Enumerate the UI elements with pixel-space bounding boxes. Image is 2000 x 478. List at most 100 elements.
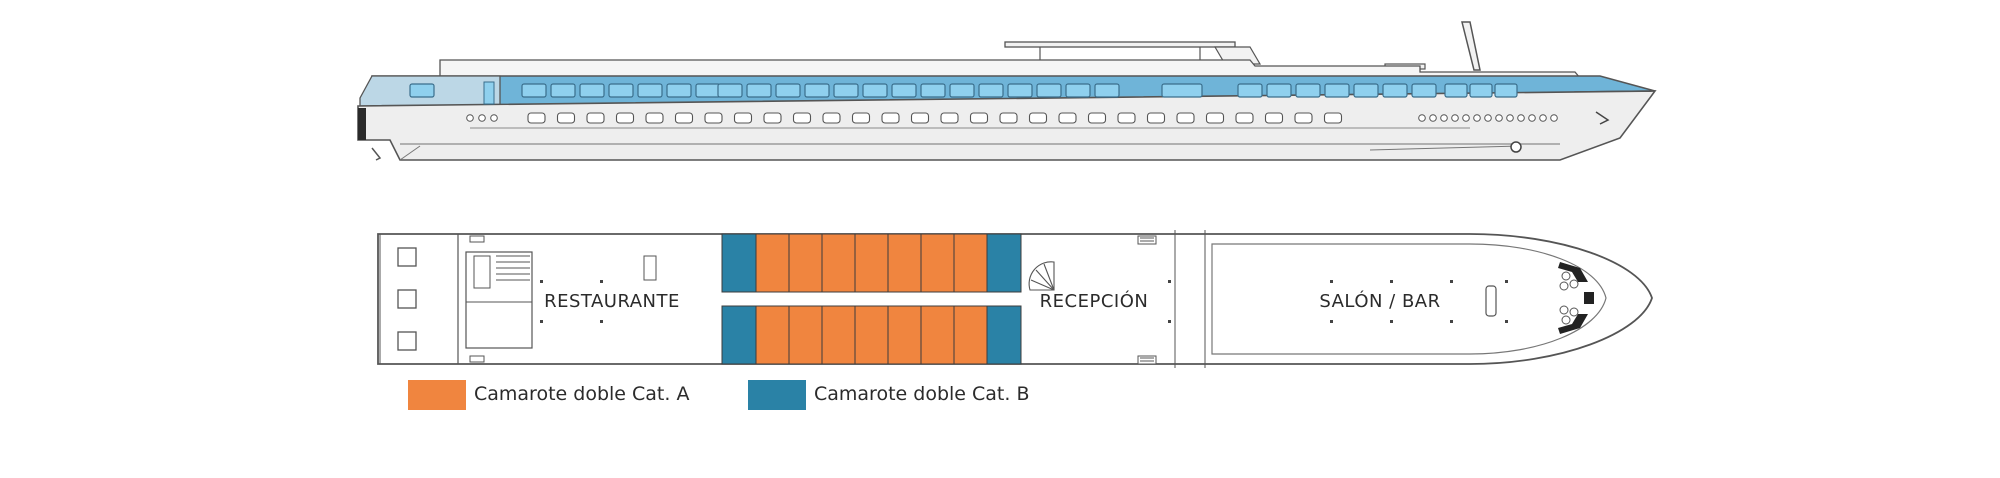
porthole (1539, 114, 1547, 122)
porthole (1495, 114, 1503, 122)
table-marker (1505, 320, 1508, 323)
cabin-cat-a (755, 233, 790, 293)
table-marker (540, 280, 543, 283)
cabin-cat-b (986, 305, 1022, 365)
hull-window (1294, 112, 1313, 124)
window (1444, 83, 1468, 98)
porthole (1506, 114, 1514, 122)
mast (1461, 21, 1481, 71)
hull-window (792, 112, 812, 124)
cabin-cat-a (854, 305, 889, 365)
porthole (1484, 114, 1492, 122)
table-marker (1505, 280, 1508, 283)
hull-window (704, 112, 723, 124)
cabin-block (721, 233, 1022, 365)
cabin-cat-a (821, 305, 856, 365)
legend-swatch-cat-a (408, 380, 466, 410)
window (409, 83, 435, 98)
hull-window (1235, 112, 1254, 124)
cabin-cat-a (887, 233, 922, 293)
window (746, 83, 772, 98)
window (608, 83, 634, 98)
hull-window (586, 112, 605, 124)
window (862, 83, 888, 98)
bow-seating (1558, 262, 1594, 334)
table-marker (1168, 320, 1171, 323)
porthole (1473, 114, 1481, 122)
cabin-cat-a (920, 233, 955, 293)
window (550, 83, 576, 98)
window (666, 83, 692, 98)
window (1065, 83, 1091, 98)
porthole (1517, 114, 1525, 122)
table-marker (1390, 320, 1393, 323)
table-marker (1450, 320, 1453, 323)
hull-window (645, 112, 664, 124)
restaurant-label: RESTAURANTE (544, 291, 680, 312)
window (521, 83, 547, 98)
cabin-cat-a (953, 233, 988, 293)
window (1469, 83, 1493, 98)
porthole (478, 114, 486, 122)
hull-window (1117, 112, 1136, 124)
porthole (1451, 114, 1459, 122)
table-markers (540, 280, 1508, 323)
legend-label-cat-b: Camarote doble Cat. B (814, 383, 1030, 405)
table-marker (1168, 280, 1171, 283)
lounge-label: SALÓN / BAR (1319, 290, 1440, 312)
door (483, 81, 495, 105)
window (1036, 83, 1062, 98)
side-windows (409, 81, 1518, 105)
porthole (1528, 114, 1536, 122)
window (579, 83, 605, 98)
table-marker (540, 320, 543, 323)
porthole (1418, 114, 1426, 122)
window (978, 83, 1004, 98)
cabin-cat-a (788, 305, 823, 365)
porthole (1462, 114, 1470, 122)
window (1094, 83, 1120, 98)
window (804, 83, 830, 98)
window (1161, 83, 1203, 98)
hull-window (1323, 112, 1343, 124)
cabin-cat-a (755, 305, 790, 365)
hull-window (1146, 112, 1166, 124)
hull-window (1205, 112, 1225, 124)
hull-window (969, 112, 989, 124)
window (1324, 83, 1350, 98)
hull-window (1028, 112, 1048, 124)
window (833, 83, 859, 98)
porthole (466, 114, 474, 122)
hull-window (910, 112, 930, 124)
porthole (1550, 114, 1558, 122)
table-marker (600, 280, 603, 283)
hull-window (615, 112, 635, 124)
hull-window (1058, 112, 1077, 124)
cabin-cat-a (821, 233, 856, 293)
window (1007, 83, 1033, 98)
window (920, 83, 946, 98)
window (775, 83, 801, 98)
deck-plan: RESTAURANTE RECEPCIÓN SALÓN / BAR (377, 230, 1653, 368)
window (1353, 83, 1379, 98)
hull-window (763, 112, 782, 124)
window (717, 83, 743, 98)
reception-label: RECEPCIÓN (1040, 290, 1149, 312)
hull-window (556, 112, 576, 124)
legend-swatch-cat-b (748, 380, 806, 410)
cabin-cat-b (721, 233, 757, 293)
hull-window (822, 112, 841, 124)
bar-counter (1485, 285, 1497, 317)
table-marker (600, 320, 603, 323)
hull-window (1264, 112, 1284, 124)
window (695, 83, 721, 98)
hull-window (851, 112, 871, 124)
cabin-cat-b (986, 233, 1022, 293)
sundeck-canopy (1004, 41, 1236, 48)
window (1266, 83, 1292, 98)
window (1237, 83, 1263, 98)
cabin-cat-a (953, 305, 988, 365)
hull-window (940, 112, 959, 124)
cabin-cat-a (854, 233, 889, 293)
